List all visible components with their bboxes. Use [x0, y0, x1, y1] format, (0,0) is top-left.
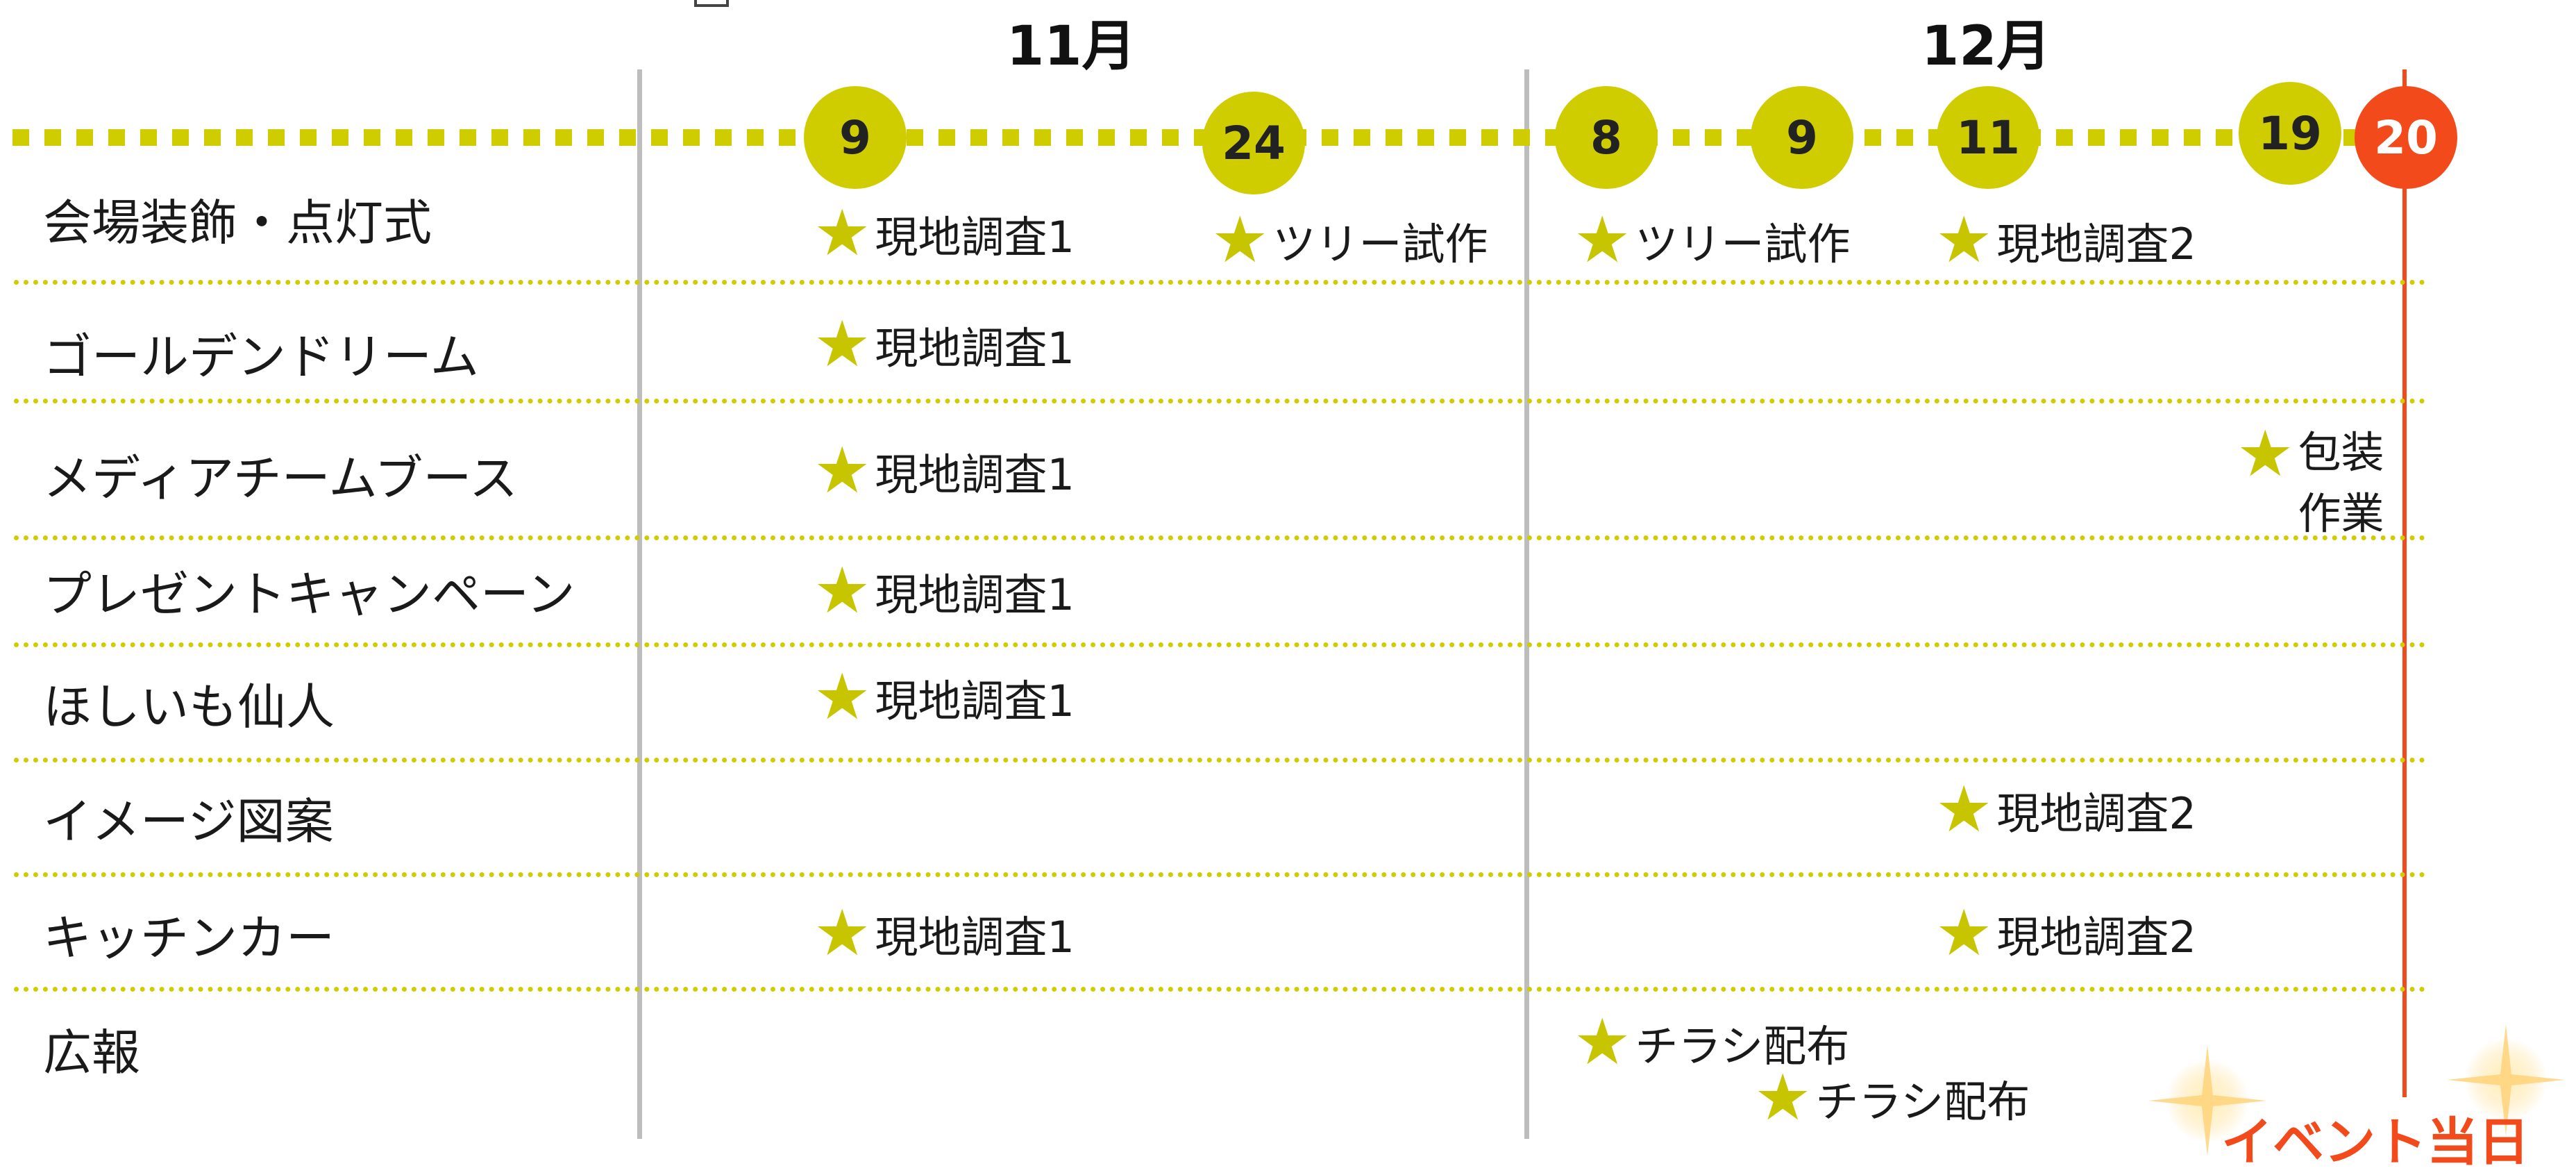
date-marker: 9 — [1751, 86, 1853, 189]
row-separator — [14, 642, 2426, 647]
task-item: ★ 現地調査1 — [814, 307, 1075, 381]
star-icon: ★ — [1935, 896, 1993, 970]
task-item: ★ 現地調査2 — [1935, 896, 2196, 970]
row-label: プレゼントキャンペーン — [43, 566, 575, 623]
task-item: ★ ツリー試作 — [1211, 203, 1488, 277]
row-label: イメージ図案 — [43, 793, 334, 850]
star-icon: ★ — [814, 433, 871, 508]
row-separator — [14, 872, 2426, 877]
star-icon: ★ — [1754, 1060, 1812, 1135]
task-item: ★ 包装作業 — [2237, 417, 2384, 540]
date-marker: 24 — [1202, 92, 1305, 194]
star-icon: ★ — [2237, 417, 2294, 491]
date-marker: 19 — [2239, 82, 2341, 185]
task-item: ★ ツリー試作 — [1574, 203, 1851, 277]
star-icon: ★ — [814, 196, 871, 270]
row-label: ほしいも仙人 — [43, 678, 335, 735]
task-item: ★ 現地調査1 — [814, 896, 1075, 970]
cropped-icon-fragment — [694, 0, 729, 7]
row-label: 広報 — [43, 1024, 140, 1081]
sparkle-icon — [2148, 1045, 2266, 1156]
task-item: ★ 現地調査1 — [814, 660, 1075, 734]
row-separator — [14, 399, 2426, 403]
star-icon: ★ — [1935, 772, 1993, 847]
star-icon: ★ — [1574, 203, 1631, 277]
row-separator — [14, 280, 2426, 285]
row-label: キッチンカー — [43, 910, 335, 967]
row-separator — [14, 535, 2426, 540]
star-icon: ★ — [1935, 203, 1993, 277]
task-item: ★ 現地調査1 — [814, 553, 1075, 628]
month-divider-line — [1524, 69, 1529, 1139]
month-label-december: 12月 — [1921, 15, 2051, 78]
task-item: ★ 現地調査2 — [1935, 772, 2196, 847]
month-label-november: 11月 — [1007, 15, 1136, 78]
event-day-line — [2402, 69, 2407, 1097]
row-separator — [14, 987, 2426, 992]
task-item: ★ チラシ配布 — [1574, 1005, 1850, 1079]
date-marker: 11 — [1937, 86, 2039, 189]
task-item: ★ 現地調査1 — [814, 196, 1075, 270]
divider-line — [637, 69, 642, 1139]
task-item: ★ 現地調査2 — [1935, 203, 2196, 277]
task-item: ★ 現地調査1 — [814, 433, 1075, 508]
row-label: 会場装飾・点灯式 — [43, 194, 432, 251]
row-separator — [14, 758, 2426, 762]
star-icon: ★ — [814, 660, 871, 734]
task-item: ★ チラシ配布 — [1754, 1060, 2030, 1135]
sparkle-icon — [2447, 1024, 2565, 1135]
event-date-marker: 20 — [2355, 86, 2457, 189]
star-icon: ★ — [814, 553, 871, 628]
star-icon: ★ — [1211, 203, 1269, 277]
date-marker: 9 — [804, 86, 907, 189]
row-label: ゴールデンドリーム — [43, 328, 479, 385]
event-day-label: イベント当日 — [2221, 1112, 2529, 1172]
star-icon: ★ — [814, 896, 871, 970]
row-label: メディアチームブース — [43, 450, 518, 507]
date-marker: 8 — [1555, 86, 1658, 189]
star-icon: ★ — [814, 307, 871, 381]
star-icon: ★ — [1574, 1005, 1631, 1079]
